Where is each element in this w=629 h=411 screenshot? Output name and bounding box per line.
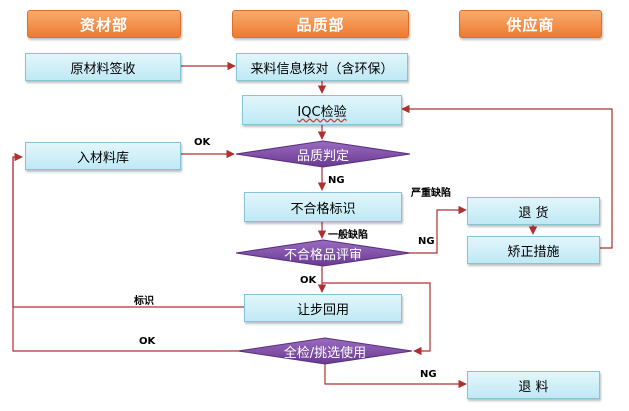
header-quality: 品质部 — [232, 10, 409, 38]
decision-judge-label: 品质判定 — [296, 148, 349, 164]
label-minor-defect: 一般缺陷 — [328, 230, 368, 241]
arrow-review-fullinspect — [322, 282, 431, 356]
node-verify: 来料信息核对（含环保） — [236, 53, 408, 81]
node-return-material: 退 料 — [467, 371, 600, 399]
label-judge-ok: OK — [194, 137, 211, 148]
judge-diamond — [235, 140, 411, 168]
label-judge-ng: NG — [328, 175, 345, 186]
label-full-ok: OK — [139, 336, 156, 347]
node-return-goods: 退 货 — [467, 197, 600, 225]
decision-full-inspect-label: 全检/挑选使用 — [283, 345, 367, 361]
full-inspect-diamond — [237, 337, 413, 365]
header-supplier: 供应商 — [459, 10, 602, 38]
node-corrective: 矫正措施 — [467, 236, 600, 264]
node-receive: 原材料签收 — [25, 53, 181, 81]
arrow-fullinspect-returnmaterial — [324, 364, 467, 389]
node-iqc-label: IQC检验 — [297, 104, 347, 120]
arrow-review-return — [410, 205, 467, 254]
node-nonconforming-mark: 不合格标识 — [244, 192, 402, 222]
node-iqc: IQC检验 — [242, 95, 402, 125]
label-review-ng: NG — [418, 236, 435, 247]
label-major-defect: 严重缺陷 — [411, 188, 451, 199]
label-review-ok: OK — [300, 275, 317, 286]
arrow-concession-warehouse — [12, 157, 244, 308]
arrow-corrective-iqc — [401, 104, 613, 249]
label-mark: 标识 — [134, 296, 154, 307]
arrow-fullinspect-warehouse — [12, 152, 238, 352]
label-full-ng: NG — [420, 369, 437, 380]
header-materials: 资材部 — [27, 10, 181, 38]
node-concession: 让步回用 — [244, 294, 402, 322]
decision-review-label: 不合格品评审 — [283, 247, 362, 263]
node-warehouse: 入材料库 — [25, 142, 181, 170]
